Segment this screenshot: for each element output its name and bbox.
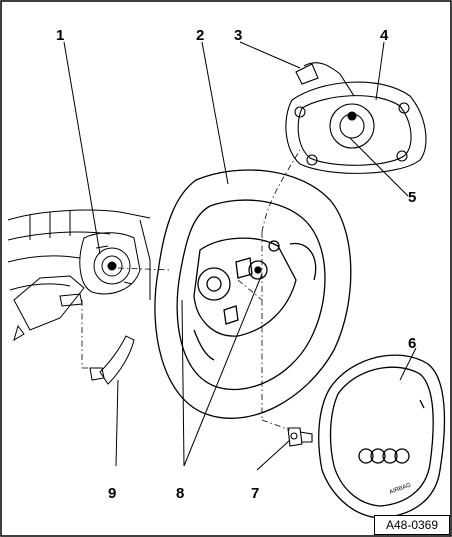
- callout-9: 9: [108, 485, 117, 502]
- clock-spring: [89, 335, 135, 385]
- callout-3: 3: [234, 27, 243, 44]
- callout-7: 7: [251, 485, 260, 502]
- figure-reference-code: A48-0369: [374, 515, 450, 535]
- airbag-logo: AIRBAG: [389, 482, 413, 496]
- bolt: [287, 427, 313, 447]
- steering-column-assembly: [7, 209, 151, 342]
- callout-6: 6: [408, 335, 417, 352]
- callout-5: 5: [408, 189, 417, 206]
- callout-4: 4: [380, 27, 389, 44]
- callout-2: 2: [196, 27, 205, 44]
- steering-wheel: [154, 169, 352, 419]
- leader-lines: [63, 41, 417, 471]
- airbag-module-rear: [285, 62, 427, 174]
- assembly-guide-lines: [81, 149, 301, 431]
- airbag-cover: [318, 354, 446, 519]
- callout-8: 8: [176, 485, 185, 502]
- callout-1: 1: [56, 27, 65, 44]
